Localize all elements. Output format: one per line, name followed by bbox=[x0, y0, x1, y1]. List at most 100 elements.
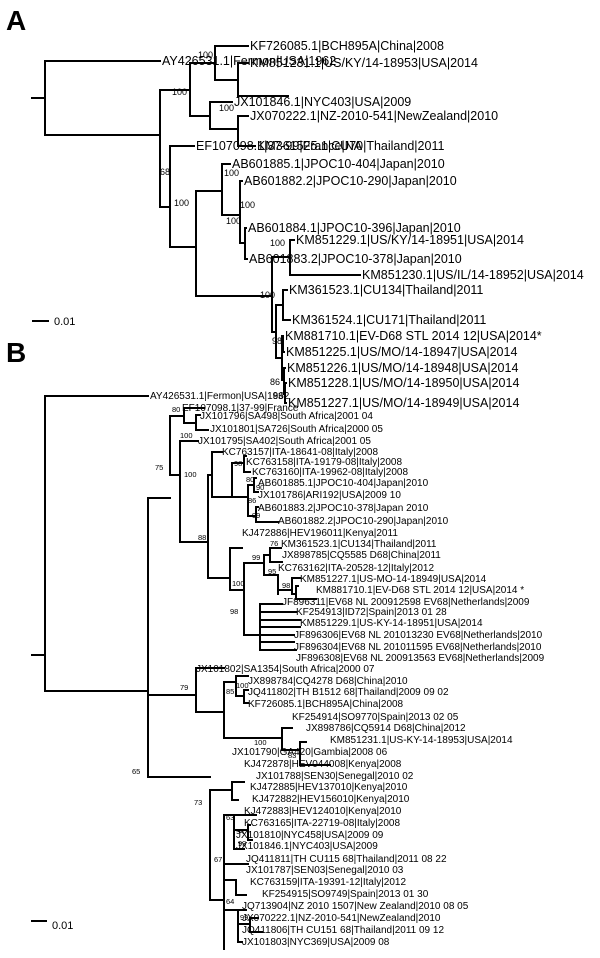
tip-label: KF254914|SO9770|Spain|2013 02 05 bbox=[292, 712, 459, 723]
support-value: 100 bbox=[180, 431, 193, 440]
tip-label: AB601883.2|JPOC10-378|Japan|2010 bbox=[249, 252, 462, 266]
panel-b-tip-labels: AY426531.1|Fermon|USA|1962 EF107098.1|37… bbox=[150, 391, 545, 948]
tip-label: KM361523.1|CU134|Thailand|2011 bbox=[281, 539, 437, 550]
tip-label: AB601885.1|JPOC10-404|Japan|2010 bbox=[232, 157, 445, 171]
tip-label: JX101787|SEN03|Senegal|2010 03 bbox=[246, 865, 404, 876]
support-value: 68 bbox=[160, 167, 170, 177]
support-value: 83 bbox=[288, 751, 296, 760]
tip-label: AY426531.1|Fermon|USA|1962 bbox=[162, 54, 336, 68]
tip-label: KM851227.1|US-MO-14-18949|USA|2014 bbox=[300, 574, 487, 585]
tip-label: KM881710.1|EV-D68 STL 2014 12|USA|2014 * bbox=[316, 585, 524, 596]
tip-label: JF896308|EV68 NL 200913563 EV68|Netherla… bbox=[296, 653, 545, 664]
tip-label: JF896304|EV68 NL 201011595 EV68|Netherla… bbox=[294, 642, 542, 653]
support-value: 99 bbox=[252, 511, 260, 520]
support-value: 100 bbox=[184, 470, 197, 479]
support-value: 64 bbox=[226, 897, 234, 906]
support-value: 99 bbox=[252, 553, 260, 562]
tip-label: KF254913|ID72|Spain|2013 01 28 bbox=[296, 607, 447, 618]
tip-label: AB601884.1|JPOC10-396|Japan|2010 bbox=[248, 221, 461, 235]
tip-label: KM361525.1|CU70|Thailand|2011 bbox=[257, 139, 444, 153]
tip-label: KM881710.1|EV-D68 STL 2014 12|USA|2014* bbox=[285, 329, 542, 343]
tip-label: AB601882.2|JPOC10-290|Japan|2010 bbox=[244, 174, 457, 188]
tip-label: KC763162|ITA-20528-12|Italy|2012 bbox=[278, 563, 434, 574]
support-value: 86 bbox=[270, 377, 280, 387]
support-value: 86 bbox=[248, 496, 256, 505]
tip-label: KM851228.1|US/MO/14-18950|USA|2014 bbox=[288, 376, 519, 390]
support-value: 80 bbox=[246, 475, 254, 484]
support-value: 90 bbox=[256, 483, 264, 492]
panel-a-label: A bbox=[6, 5, 26, 36]
support-value: 98 bbox=[272, 336, 282, 346]
tip-label: KF726085.1|BCH895A|China|2008 bbox=[250, 39, 444, 53]
support-value: 100 bbox=[224, 168, 239, 178]
tip-label: JX070222.1|NZ-2010-541|NewZealand|2010 bbox=[242, 913, 441, 924]
support-value: 100 bbox=[198, 50, 213, 60]
tip-label: KJ472885|HEV137010|Kenya|2010 bbox=[250, 782, 408, 793]
tip-label: KJ472886|HEV196011|Kenya|2011 bbox=[242, 528, 398, 539]
panel-b-branches bbox=[31, 395, 331, 950]
tip-label: KM851229.1|US-KY-14-18951|USA|2014 bbox=[300, 618, 483, 629]
tip-label: JX898784|CQ4278 D68|China|2010 bbox=[248, 676, 408, 687]
panel-a: A bbox=[6, 5, 584, 410]
tip-label: KJ472882|HEV156010|Kenya|2010 bbox=[252, 794, 410, 805]
panel-b-support-values: 80 75 100 100 98 80 90 86 99 88 100 76 9… bbox=[132, 405, 296, 922]
support-value: 94 bbox=[236, 827, 244, 836]
tip-label: KM851227.1|US/MO/14-18949|USA|2014 bbox=[288, 396, 519, 410]
scale-bar-label: 0.01 bbox=[52, 920, 73, 932]
tip-label: JQ713904|NZ 2010 1507|New Zealand|2010 0… bbox=[242, 901, 469, 912]
tip-label: KC763159|ITA-19391-12|Italy|2012 bbox=[250, 877, 406, 888]
tip-label: JF896311|EV68 NL 200912598 EV68|Netherla… bbox=[282, 597, 530, 608]
tip-label: AB601883.2|JPOC10-378|Japan 2010 bbox=[258, 503, 429, 514]
panel-b: B bbox=[6, 337, 545, 950]
tip-label: KM851229.1|US/KY/14-18951|USA|2014 bbox=[296, 233, 524, 247]
tip-label: KC763158|ITA-19179-08|Italy|2008 bbox=[246, 457, 402, 468]
tip-label: AY426531.1|Fermon|USA|1962 bbox=[150, 391, 290, 402]
support-value: 100 bbox=[260, 290, 275, 300]
support-value: 99 bbox=[240, 913, 248, 922]
tip-label: JX101846.1|NYC403|USA|2009 bbox=[236, 841, 378, 852]
tip-label: KM851226.1|US/MO/14-18948|USA|2014 bbox=[287, 361, 518, 375]
support-value: 73 bbox=[194, 798, 202, 807]
panel-b-label: B bbox=[6, 337, 26, 368]
support-value: 80 bbox=[172, 405, 180, 414]
tip-label: KM361524.1|CU171|Thailand|2011 bbox=[292, 313, 486, 327]
support-value: 93 bbox=[238, 839, 246, 848]
tip-label: AB601882.2|JPOC10-290|Japan|2010 bbox=[278, 516, 449, 527]
scale-bar-label: 0.01 bbox=[54, 316, 75, 328]
support-value: 83 bbox=[273, 391, 283, 401]
tip-label: JX101802|SA1354|South Africa|2000 07 bbox=[196, 664, 375, 675]
tip-label: JX101790|GA420|Gambia|2008 06 bbox=[232, 747, 388, 758]
support-value: 100 bbox=[219, 103, 234, 113]
tip-label: JQ411806|TH CU151 68|Thailand|2011 09 12 bbox=[242, 925, 444, 936]
tip-label: KM361523.1|CU134|Thailand|2011 bbox=[289, 283, 483, 297]
support-value: 100 bbox=[254, 738, 267, 747]
tip-label: JX101795|SA402|South Africa|2001 05 bbox=[198, 436, 371, 447]
support-value: 100 bbox=[232, 579, 245, 588]
tip-label: JQ411811|TH CU115 68|Thailand|2011 08 22 bbox=[246, 854, 447, 865]
support-value: 100 bbox=[236, 681, 249, 690]
support-value: 63 bbox=[226, 813, 234, 822]
tip-label: JX101786|ARI192|USA|2009 10 bbox=[258, 490, 401, 501]
support-value: 98 bbox=[234, 459, 242, 468]
tip-label: KM851225.1|US/MO/14-18947|USA|2014 bbox=[286, 345, 517, 359]
support-value: 85 bbox=[226, 687, 234, 696]
support-value: 76 bbox=[270, 539, 278, 548]
panel-a-branches bbox=[31, 45, 361, 404]
tip-label: KJ472878|HEV044008|Kenya|2008 bbox=[244, 759, 402, 770]
support-value: 98 bbox=[230, 607, 238, 616]
tip-label: KC763157|ITA-18641-08|Italy|2008 bbox=[222, 447, 378, 458]
support-value: 100 bbox=[172, 87, 187, 97]
tip-label: KJ472883|HEV124010|Kenya|2010 bbox=[244, 806, 402, 817]
tip-label: KF726085.1|BCH895A|China|2008 bbox=[248, 699, 404, 710]
tip-label: JX101846.1|NYC403|USA|2009 bbox=[234, 95, 411, 109]
tip-label: KC763165|ITA-22719-08|Italy|2008 bbox=[244, 818, 400, 829]
tip-label: JX101801|SA726|South Africa|2000 05 bbox=[210, 424, 383, 435]
support-value: 95 bbox=[268, 567, 276, 576]
tip-label: KC763160|ITA-19962-08|Italy|2008 bbox=[252, 467, 408, 478]
tip-label: JX898786|CQ5914 D68|China|2012 bbox=[306, 723, 466, 734]
tip-label: JX101796|SA498|South Africa|2001 04 bbox=[200, 411, 373, 422]
support-value: 67 bbox=[214, 855, 222, 864]
tip-label: KM851231.1|US/KY/14-18953|USA|2014 bbox=[250, 56, 478, 70]
support-value: 100 bbox=[270, 238, 285, 248]
